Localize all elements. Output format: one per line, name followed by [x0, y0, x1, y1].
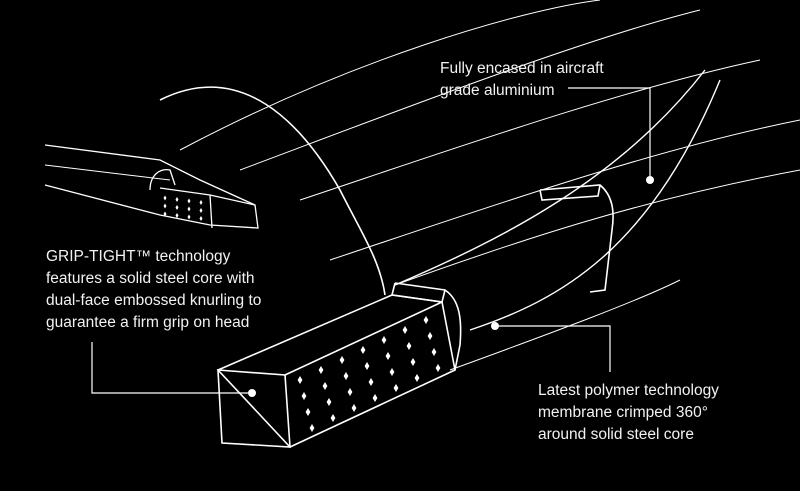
callout-line: guarantee a firm grip on head	[46, 314, 250, 331]
steel-core-front	[217, 369, 291, 448]
knurl-diamond	[402, 326, 408, 334]
small-strap	[44, 164, 171, 181]
leader-line-grip	[91, 342, 252, 394]
knurl-diamond	[393, 384, 399, 392]
knurl-diamond	[339, 356, 345, 364]
knurl-diamond	[175, 213, 179, 218]
band-line	[239, 9, 701, 171]
knurl-diamond	[318, 366, 324, 374]
knurl-diamond	[351, 404, 357, 412]
band-line	[179, 0, 601, 151]
callout-line: GRIP-TIGHT™ technology	[46, 248, 231, 265]
crimp-sleeve	[539, 184, 614, 293]
knurl-diamond	[163, 195, 167, 201]
knurl-diamond	[435, 364, 441, 372]
callout-line: Latest polymer technology	[538, 382, 719, 399]
knurl-diamond	[309, 424, 315, 432]
knurling-pattern	[163, 195, 441, 432]
knurl-diamond	[301, 392, 307, 400]
knurl-diamond	[372, 394, 378, 402]
wire-loop	[159, 86, 386, 296]
crimp-sleeve	[539, 184, 601, 201]
callout-line: grade aluminium	[440, 82, 555, 99]
small-crimp	[149, 169, 176, 191]
knurl-diamond	[297, 376, 303, 384]
callout-grip-tight: GRIP-TIGHT™ technology features a solid …	[46, 246, 261, 334]
band-line	[449, 279, 681, 371]
knurl-diamond	[360, 346, 366, 354]
knurl-diamond	[322, 382, 328, 390]
leader-dot-polymer	[491, 322, 499, 330]
knurl-diamond	[175, 205, 179, 210]
knurl-diamond	[347, 388, 353, 396]
knurl-diamond	[427, 332, 433, 340]
knurl-diamond	[175, 197, 179, 202]
callout-line: membrane crimped 360°	[538, 404, 708, 421]
knurl-diamond	[326, 398, 332, 406]
knurl-diamond	[187, 198, 191, 204]
band-line	[394, 169, 800, 286]
leader-line-polymer	[495, 325, 611, 372]
knurl-diamond	[343, 372, 349, 380]
knurl-diamond	[163, 203, 167, 209]
knurl-diamond	[431, 348, 437, 356]
knurl-diamond	[410, 358, 416, 366]
knurl-diamond	[199, 200, 203, 205]
knurl-diamond	[199, 208, 203, 213]
callout-aluminium: Fully encased in aircraft grade aluminiu…	[440, 58, 604, 102]
knurl-diamond	[305, 408, 311, 416]
steel-core	[216, 294, 456, 448]
knurl-diamond	[199, 216, 203, 221]
callout-line: Fully encased in aircraft	[440, 60, 604, 77]
band-line	[329, 119, 800, 261]
knurl-diamond	[423, 316, 429, 324]
callout-line: features a solid steel core with	[46, 270, 255, 287]
band-line	[394, 69, 706, 286]
knurl-diamond	[381, 336, 387, 344]
band-line	[469, 79, 721, 331]
callout-line: dual-face embossed knurling to	[46, 292, 262, 309]
leader-dot-aluminium	[646, 176, 654, 184]
knurl-diamond	[414, 374, 420, 382]
small-strap-core	[159, 187, 256, 229]
knurl-diamond	[163, 211, 167, 217]
knurl-diamond	[364, 362, 370, 370]
knurl-diamond	[187, 206, 191, 212]
knurl-diamond	[368, 378, 374, 386]
steel-core-edge	[284, 301, 443, 376]
leader-dot-grip	[248, 389, 256, 397]
knurl-diamond	[187, 214, 191, 220]
small-strap	[44, 144, 259, 229]
callout-polymer: Latest polymer technology membrane crimp…	[538, 380, 719, 446]
knurl-diamond	[389, 368, 395, 376]
leader-line-aluminium	[568, 87, 651, 180]
knurl-diamond	[330, 414, 336, 422]
knurl-diamond	[385, 352, 391, 360]
callout-line: around solid steel core	[538, 426, 694, 443]
knurl-diamond	[406, 342, 412, 350]
